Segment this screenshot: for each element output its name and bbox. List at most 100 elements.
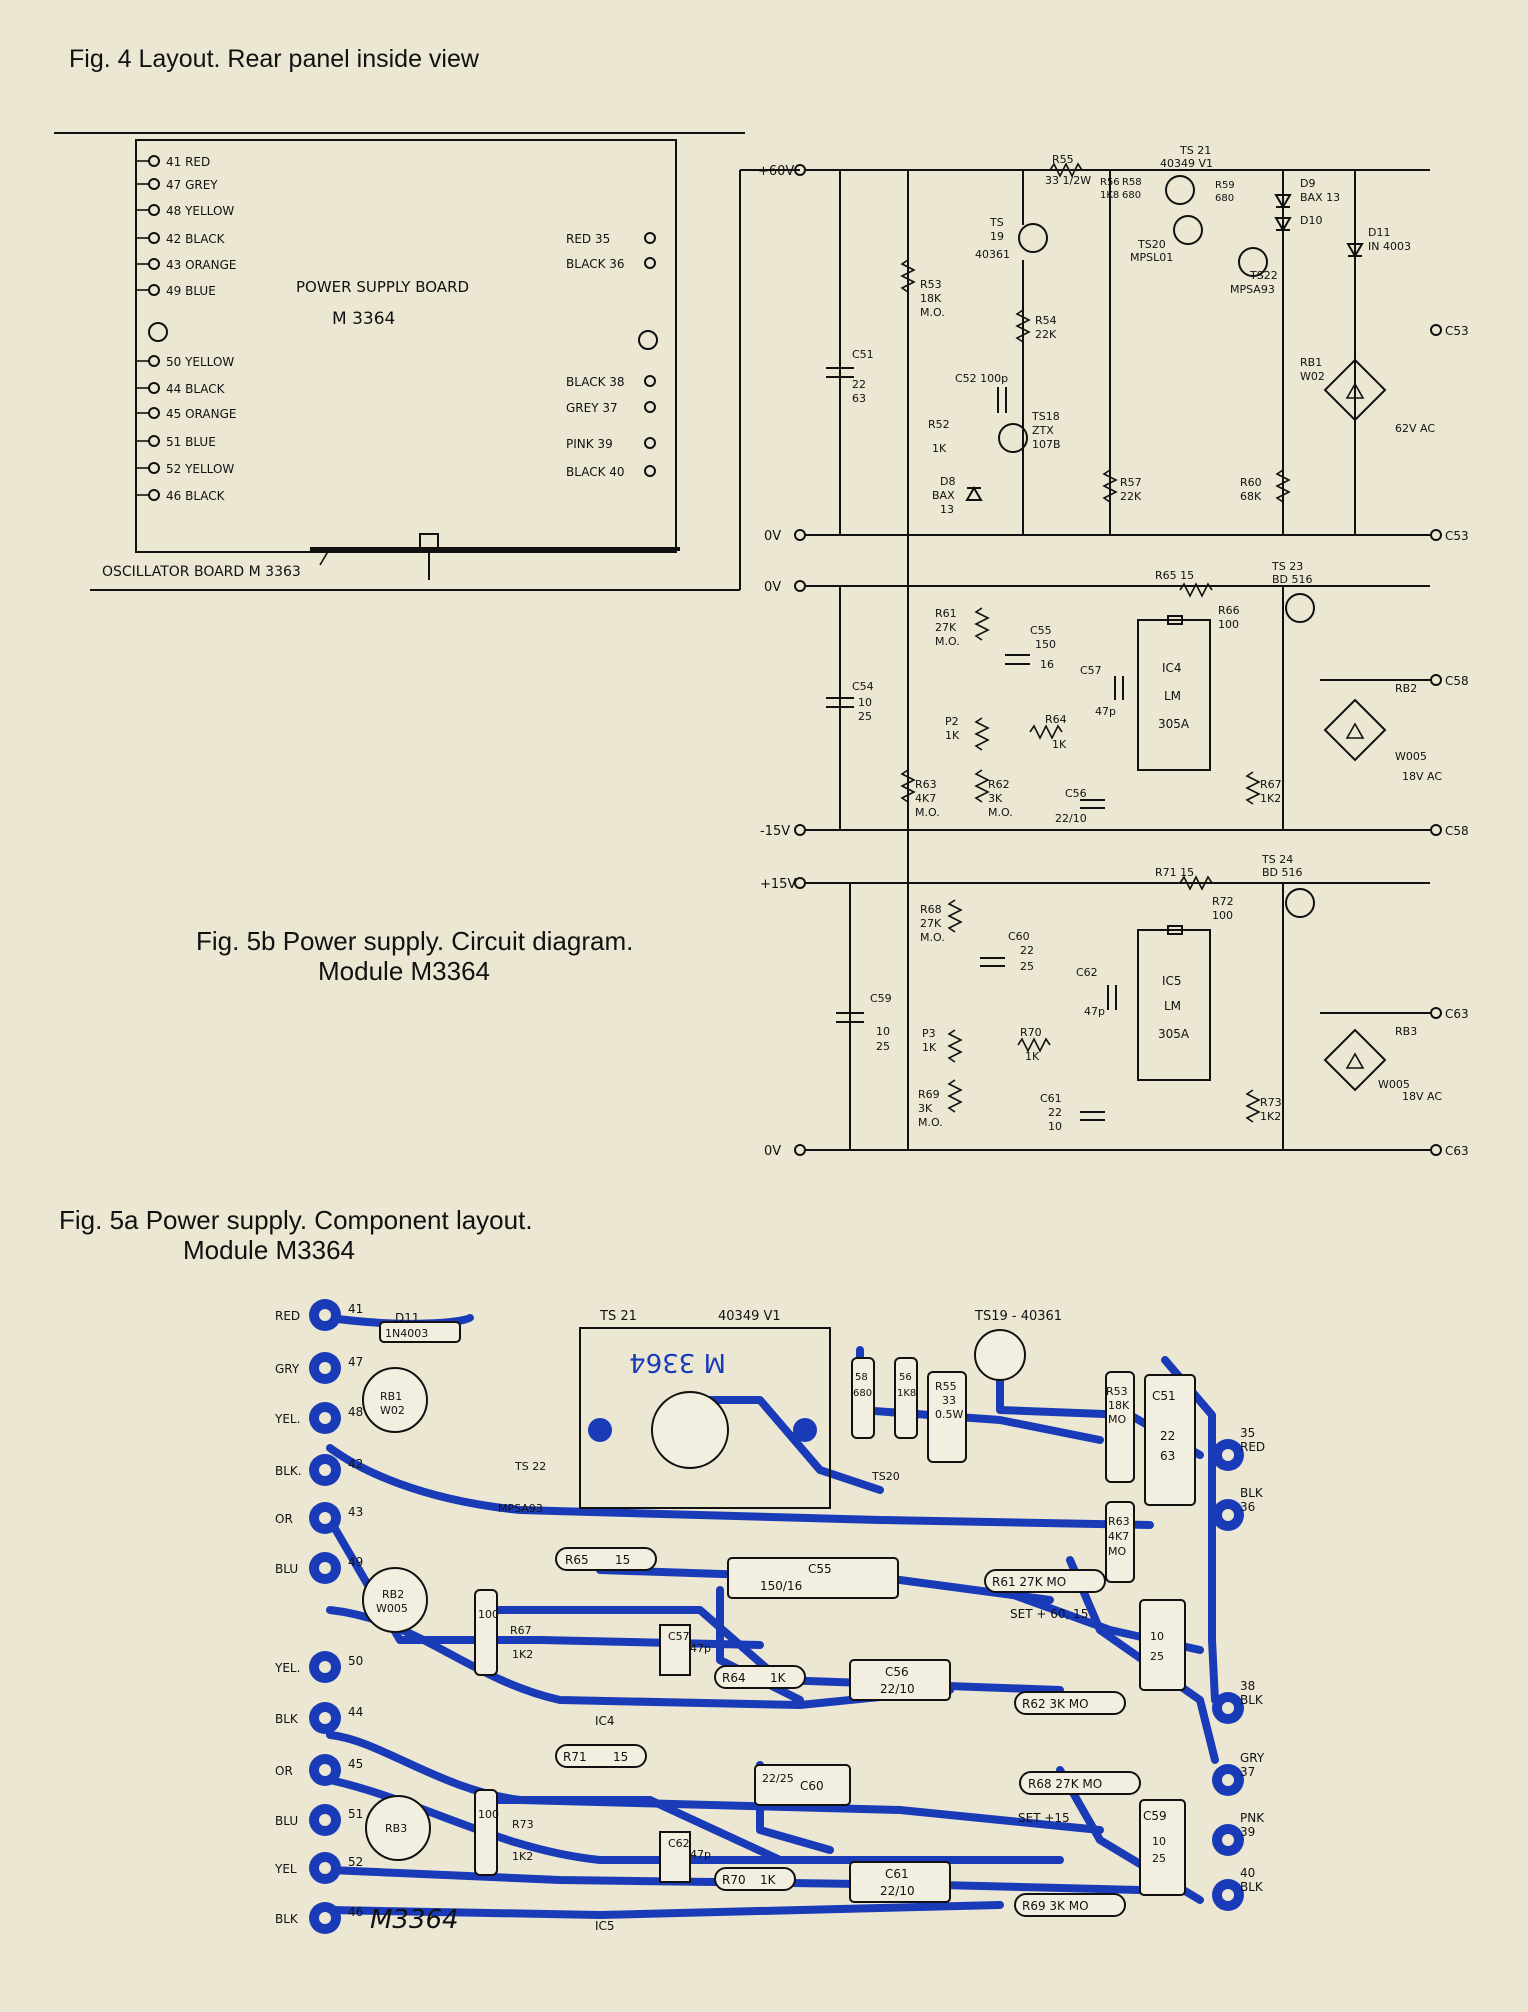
ac-18v-1-label: 18V AC: [1402, 770, 1442, 783]
r68-type: M.O.: [920, 931, 945, 944]
r58-value: 680: [1122, 190, 1141, 201]
fig4-right-wire-label: BLACK 40: [566, 465, 625, 479]
pcb-left-wire-label: BLK.: [275, 1464, 302, 1478]
c61-voltage: 10: [1048, 1120, 1062, 1133]
pcb-c59-voltage: 25: [1152, 1852, 1166, 1865]
pcb-rb2-value: W005: [376, 1602, 408, 1615]
pcb-r66-value: 100: [478, 1608, 499, 1621]
pcb-c54-voltage: 25: [1150, 1650, 1164, 1663]
pcb-right-label-top: GRY: [1240, 1751, 1265, 1765]
d11-label: D11: [1368, 226, 1390, 239]
pcb-r53-label: R53: [1106, 1385, 1128, 1398]
pcb-r55-watt: 0.5W: [935, 1408, 963, 1421]
pcb-left-pin-number: 42: [348, 1457, 363, 1471]
pcb-c59-label: C59: [1143, 1809, 1167, 1823]
pcb-r68-label: R68 27K MO: [1028, 1777, 1102, 1791]
ic5-label: IC5: [1162, 974, 1182, 988]
pcb-r71-label: R71: [563, 1750, 587, 1764]
pcb-ic5-label: IC5: [595, 1919, 615, 1933]
r69-value: 3K: [918, 1102, 933, 1115]
rail-p60-label: +60V: [758, 164, 794, 179]
rb1-value: W02: [1300, 370, 1325, 383]
r60-label: R60: [1240, 476, 1262, 489]
pcb-c60-label: C60: [800, 1779, 824, 1793]
ic4-value2: 305A: [1158, 717, 1190, 731]
pcb-left-wire-label: YEL.: [274, 1412, 300, 1426]
fig4-left-terminal: [148, 462, 160, 474]
pcb-right-label-bottom: 39: [1240, 1825, 1255, 1839]
r53-label: R53: [920, 278, 942, 291]
pcb-r55-label: R55: [935, 1380, 957, 1393]
c62-label: C62: [1076, 966, 1098, 979]
pcb-left-pin-number: 48: [348, 1405, 363, 1419]
pcb-c51-value: 22: [1160, 1429, 1175, 1443]
pcb-left-pin-number: 45: [348, 1757, 363, 1771]
fig5a-caption-line1: Fig. 5a Power supply. Component layout.: [59, 1205, 533, 1235]
pcb-left-pin-number: 47: [348, 1355, 363, 1369]
ts20-value: MPSL01: [1130, 251, 1173, 264]
fig4-left-terminal: [148, 489, 160, 501]
pcb-right-label-top: 38: [1240, 1679, 1255, 1693]
pcb-left-pin-number: 46: [348, 1905, 363, 1919]
r60-value: 68K: [1240, 490, 1262, 503]
fig4-right-wire-label: GREY 37: [566, 401, 618, 415]
r62-value: 3K: [988, 792, 1003, 805]
pcb-set15-label: SET +15: [1018, 1811, 1070, 1825]
r70-value: 1K: [1025, 1050, 1040, 1063]
fig4-left-terminal: [148, 204, 160, 216]
c55-voltage: 16: [1040, 658, 1054, 671]
r52-label: R52: [928, 418, 950, 431]
ts20-label: TS20: [1137, 238, 1166, 251]
ts21-label: TS 21: [1179, 144, 1211, 157]
pcb-r67-label: R67: [510, 1624, 532, 1637]
c62-value: 47p: [1084, 1005, 1105, 1018]
pcb-r73-value: 1K2: [512, 1850, 533, 1863]
pcb-m3364-label: M3364: [370, 1905, 459, 1935]
pcb-right-label-top: 35: [1240, 1426, 1255, 1440]
fig4-left-wire-label: 43 ORANGE: [166, 258, 236, 272]
pcb-set60-label: SET + 60, 15: [1010, 1607, 1088, 1621]
pcb-left-pad-hole: [319, 1764, 331, 1776]
pcb-m3364-mirrored: M 3364: [629, 1347, 726, 1377]
pcb-mpsa93-label: MPSA93: [498, 1502, 543, 1515]
pcb-r63-label: R63: [1108, 1515, 1130, 1528]
ts23-label: TS 23: [1271, 560, 1303, 573]
r54-label: R54: [1035, 314, 1057, 327]
fig4-right-wire-label: RED 35: [566, 232, 610, 246]
ts19-number: 19: [990, 230, 1004, 243]
pcb-left-wire-label: RED: [275, 1309, 300, 1323]
pcb-left-pad-hole: [319, 1862, 331, 1874]
pcb-ic4-label: IC4: [595, 1714, 615, 1728]
pcb-r56-value: 1K8: [897, 1388, 916, 1399]
c55-label: C55: [1030, 624, 1052, 637]
out-c58-plus: C58: [1445, 674, 1469, 688]
pcb-right-label-bottom: BLK: [1240, 1693, 1264, 1707]
c60-value: 22: [1020, 944, 1034, 957]
rail-0v-3-label: 0V: [764, 1144, 781, 1159]
out-c63-plus: C63: [1445, 1007, 1469, 1021]
r69-type: M.O.: [918, 1116, 943, 1129]
pcb-r55-value: 33: [942, 1394, 956, 1407]
c56-value: 22/10: [1055, 812, 1087, 825]
fig5b-caption-line2: Module M3364: [318, 956, 490, 986]
p3-value: 1K: [922, 1041, 937, 1054]
c54-label: C54: [852, 680, 874, 693]
c52-label: C52 100p: [955, 372, 1008, 385]
r62-type: M.O.: [988, 806, 1013, 819]
pcb-left-wire-label: BLU: [275, 1562, 298, 1576]
d8-value: BAX: [932, 489, 955, 502]
pcb-r69-label: R69 3K MO: [1022, 1899, 1089, 1913]
fig4-board-title: POWER SUPPLY BOARD: [296, 278, 469, 296]
c59-value: 10: [876, 1025, 890, 1038]
fig4-left-wire-label: 47 GREY: [166, 178, 218, 192]
pcb-c61-label: C61: [885, 1867, 909, 1881]
d8-label: D8: [940, 475, 955, 488]
fig4-left-terminal: [148, 407, 160, 419]
fig4-left-terminal: [148, 258, 160, 270]
c51-voltage: 63: [852, 392, 866, 405]
fig4-left-wire-label: 42 BLACK: [166, 232, 226, 246]
r68-value: 27K: [920, 917, 942, 930]
pcb-r72-value: 100: [478, 1808, 499, 1821]
pcb-right-label-bottom: BLK: [1240, 1880, 1264, 1894]
pcb-left-pad-hole: [319, 1512, 331, 1524]
